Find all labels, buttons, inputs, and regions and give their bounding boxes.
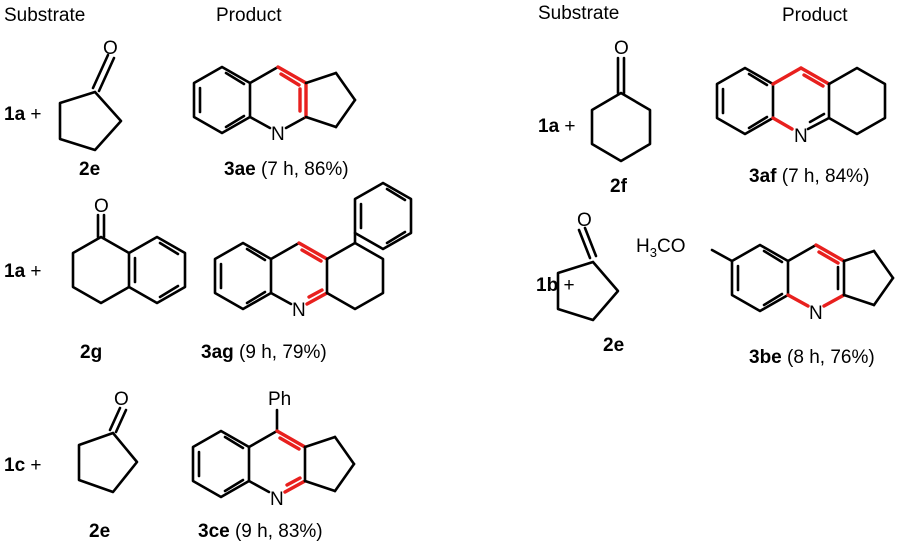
entry-5-plus: + (30, 455, 42, 476)
entry-3-product-caption: 3ag (9 h, 79%) (201, 343, 327, 362)
molecule-3be: N H3CO (636, 236, 895, 324)
cyclohexanone-2f: O (590, 38, 652, 163)
oxygen-atom: O (94, 196, 109, 217)
entry-2-reactant-row: 1a + (538, 117, 576, 136)
nitrogen-atom: N (794, 126, 808, 147)
entry-5-conditions: (9 h, 83%) (234, 521, 323, 542)
tetralone-2g: O (71, 196, 187, 305)
entry-1-ketone-label: 2e (79, 159, 101, 180)
nitrogen-atom: N (292, 300, 306, 321)
entry-3-reactant-row: 1a + (4, 262, 42, 281)
entry-3-product-id: 3ag (201, 342, 234, 363)
cyclopentanone-2e-entry-5: O (77, 389, 139, 494)
entry-2-conditions: (7 h, 84%) (781, 166, 870, 187)
entry-4-product-id: 3be (749, 347, 782, 368)
cyclopentanone-2e-entry-1: O (58, 38, 123, 152)
entry-4-conditions: (8 h, 76%) (787, 347, 875, 368)
entry-1-reactant: 1a (4, 104, 26, 125)
entry-1-product-id: 3ae (224, 159, 256, 180)
entry-2-product-caption: 3af (7 h, 84%) (749, 167, 869, 186)
entry-4-product-caption: 3be (8 h, 76%) (749, 348, 875, 367)
entry-1-plus: + (30, 104, 42, 125)
nitrogen-atom: N (809, 303, 823, 324)
header-substrate-right: Substrate (538, 3, 620, 24)
nitrogen-atom: N (270, 489, 284, 510)
oxygen-atom: O (614, 38, 629, 59)
methoxy-co: CO (657, 236, 686, 257)
methoxy-group: H3CO (636, 236, 685, 260)
entry-5-reactant-row: 1c + (4, 456, 42, 475)
entry-3-conditions: (9 h, 79%) (239, 342, 327, 363)
phenyl-group: Ph (268, 389, 291, 410)
entry-3-ketone-label: 2g (80, 342, 103, 363)
header-product-right: Product (782, 5, 848, 26)
header-substrate-left: Substrate (4, 5, 86, 26)
oxygen-atom: O (103, 38, 118, 59)
entry-3-plus: + (30, 261, 42, 282)
entry-5-reactant: 1c (4, 455, 26, 476)
oxygen-atom: O (577, 210, 592, 231)
molecule-3af: N (715, 66, 887, 147)
molecule-3ae: N (192, 65, 357, 145)
entry-2-plus: + (564, 116, 576, 137)
nitrogen-atom: N (271, 124, 285, 145)
entry-1-conditions: (7 h, 86%) (260, 159, 349, 180)
methoxy-subscript: 3 (650, 245, 657, 260)
entry-4-reactant-row: 1b + (536, 276, 575, 295)
entry-1-product-caption: 3ae (7 h, 86%) (224, 160, 349, 179)
entry-3-reactant: 1a (4, 261, 26, 282)
molecule-3ce: Ph N (191, 389, 356, 510)
entry-4-ketone-label: 2e (603, 335, 625, 356)
methoxy-h: H (636, 236, 650, 257)
entry-5-ketone-label: 2e (89, 521, 111, 542)
entry-2-product-id: 3af (749, 166, 777, 187)
entry-5-product-caption: 3ce (9 h, 83%) (198, 522, 323, 541)
entry-4-reactant: 1b (536, 275, 559, 296)
entry-1-reactant-row: 1a + (4, 105, 42, 124)
entry-2-ketone-label: 2f (610, 176, 627, 197)
entry-5-product-id: 3ce (198, 521, 230, 542)
entry-4-plus: + (563, 275, 575, 296)
cyclopentanone-2e-entry-4: O (556, 210, 620, 322)
oxygen-atom: O (114, 389, 129, 410)
header-product-left: Product (216, 5, 282, 26)
molecule-3ag: N (213, 181, 413, 321)
entry-2-reactant: 1a (538, 116, 560, 137)
